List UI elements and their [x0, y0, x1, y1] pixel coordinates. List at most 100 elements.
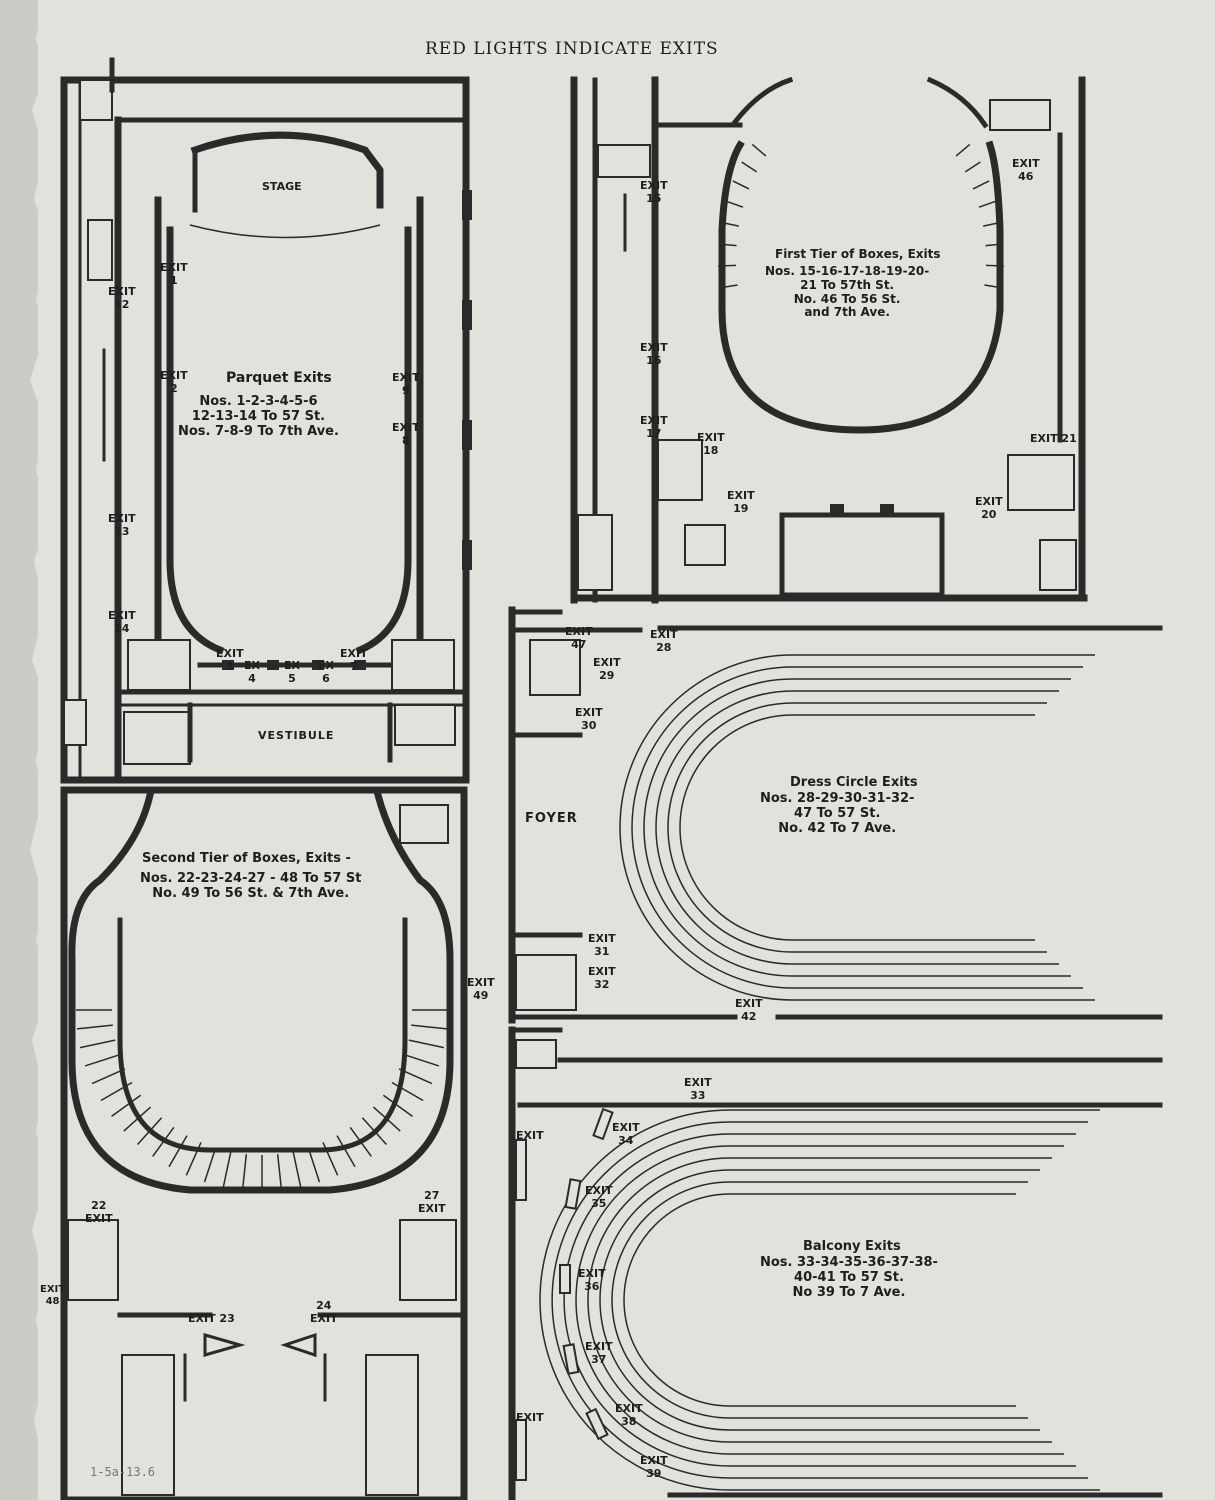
exit-label-24: 24 EXIT	[310, 1299, 338, 1325]
box-partition	[79, 1039, 116, 1049]
exit-label-30: EXIT 30	[575, 706, 603, 732]
exit-label-37: EXIT 37	[585, 1340, 613, 1366]
exit-label-29: EXIT 29	[593, 656, 621, 682]
box-partition	[983, 221, 1001, 227]
exit-label-38: EXIT 38	[615, 1402, 643, 1428]
box-partition	[985, 243, 1004, 247]
box-partition	[307, 1147, 321, 1183]
seating-tier-arc	[619, 654, 1095, 1001]
box-partition	[361, 1117, 388, 1146]
exit-label-3: EXIT 3	[216, 647, 244, 673]
box-partition	[136, 1117, 163, 1146]
seating-tier-arc	[643, 678, 1071, 977]
box-partition	[76, 1024, 113, 1030]
exit-label-36: EXIT 36	[578, 1267, 606, 1293]
exit-label-46: EXIT 46	[1012, 157, 1040, 183]
box-partition	[100, 1081, 133, 1102]
second-tier-exit-list: Nos. 22-23-24-27 - 48 To 57 St No. 49 To…	[140, 871, 362, 901]
seating-tier-arc	[563, 1133, 1076, 1467]
exit-label-8: EXIT 8	[392, 421, 420, 447]
exit-label-32: EXIT 32	[588, 965, 616, 991]
box-partition	[741, 161, 758, 173]
seating-tier-arc	[539, 1109, 1100, 1491]
exit-label-22: 22 EXIT	[85, 1199, 113, 1225]
exit-label-34: EXIT 34	[612, 1121, 640, 1147]
box-partition	[91, 1068, 126, 1085]
second-tier-title: Second Tier of Boxes, Exits -	[142, 851, 351, 866]
exit-label-47: EXIT 47	[565, 625, 593, 651]
box-partition	[721, 221, 739, 227]
room-label-foyer: FOYER	[525, 811, 578, 826]
balcony-exit-list: Nos. 33-34-35-36-37-38- 40-41 To 57 St. …	[760, 1255, 938, 1300]
exit-label-28: EXIT 28	[650, 628, 678, 654]
box-partition	[978, 200, 997, 208]
exit-label-39: EXIT 39	[640, 1454, 668, 1480]
exit-label-7: EXIT 7	[340, 647, 368, 673]
parquet-exit-list: Nos. 1-2-3-4-5-6 12-13-14 To 57 St. Nos.…	[178, 394, 339, 439]
exit-label-35: EXIT 35	[585, 1184, 613, 1210]
exit-label-33: EXIT 33	[684, 1076, 712, 1102]
exit-label-17: EXIT 17	[640, 414, 668, 440]
box-partition	[111, 1094, 142, 1117]
box-partition	[718, 264, 737, 267]
exit-label-27: 27 EXIT	[418, 1189, 446, 1215]
box-partition	[964, 161, 981, 173]
box-partition	[382, 1094, 413, 1117]
seating-tier-arc	[623, 1193, 1016, 1407]
box-partition	[322, 1142, 339, 1176]
box-partition	[725, 200, 744, 208]
dress-circle-exit-list: Nos. 28-29-30-31-32- 47 To 57 St. No. 42…	[760, 791, 915, 836]
exit-label-6: EX 6	[318, 659, 334, 685]
box-partition	[985, 264, 1004, 267]
catalog-note: 1-5a-13.6	[90, 1465, 156, 1479]
box-partition	[719, 284, 738, 289]
box-partition	[751, 143, 767, 157]
exit-label-9: EXIT 9	[392, 371, 420, 397]
box-partition	[372, 1106, 401, 1132]
box-partition	[276, 1154, 283, 1191]
exit-label-23: EXIT 23	[188, 1312, 235, 1325]
exit-label-49: EXIT 49	[467, 976, 495, 1002]
box-partition	[203, 1147, 217, 1183]
dress-circle-plan	[508, 606, 1163, 1024]
exit-label-42: EXIT 42	[735, 997, 763, 1023]
box-partition	[84, 1054, 120, 1067]
exit-label-31: EXIT 31	[588, 932, 616, 958]
exit-label-balcony-lower: EXIT	[516, 1411, 544, 1424]
box-partition	[168, 1135, 188, 1168]
exit-label-19: EXIT 19	[727, 489, 755, 515]
room-label-stage: STAGE	[262, 180, 302, 193]
exit-label-15: EXIT 15	[640, 179, 668, 205]
box-partition	[398, 1068, 433, 1085]
seating-tier-arc	[611, 1181, 1028, 1419]
box-partition	[972, 180, 990, 190]
room-label-vestibule: VESTIBULE	[258, 729, 335, 742]
balcony-plan	[508, 1026, 1163, 1500]
seating-tier-arc	[655, 690, 1059, 965]
box-partition	[152, 1126, 175, 1157]
box-partition	[391, 1081, 424, 1102]
box-partition	[185, 1142, 202, 1176]
box-partition	[123, 1106, 152, 1132]
exit-label-14: EXIT 14	[108, 609, 136, 635]
seating-tier-arc	[679, 714, 1035, 941]
exit-label-12: EXIT 12	[108, 285, 136, 311]
box-partition	[349, 1126, 372, 1157]
box-partition	[222, 1151, 232, 1188]
first-tier-exit-list: Nos. 15-16-17-18-19-20- 21 To 57th St. N…	[765, 264, 930, 320]
torn-page-edge	[30, 0, 58, 1500]
second-tier-plan	[60, 786, 468, 1500]
parquet-plan	[60, 57, 472, 784]
box-partition	[718, 243, 737, 247]
exit-label-16: EXIT 16	[640, 341, 668, 367]
exit-label-balcony-upper: EXIT	[516, 1129, 544, 1142]
box-partition	[241, 1154, 248, 1191]
balcony-title: Balcony Exits	[803, 1239, 901, 1254]
first-tier-title: First Tier of Boxes, Exits	[775, 247, 941, 261]
box-partition	[292, 1151, 302, 1188]
first-tier-plan	[570, 76, 1088, 604]
box-partition	[955, 143, 971, 157]
dress-circle-title: Dress Circle Exits	[790, 775, 918, 790]
box-partition	[336, 1135, 356, 1168]
